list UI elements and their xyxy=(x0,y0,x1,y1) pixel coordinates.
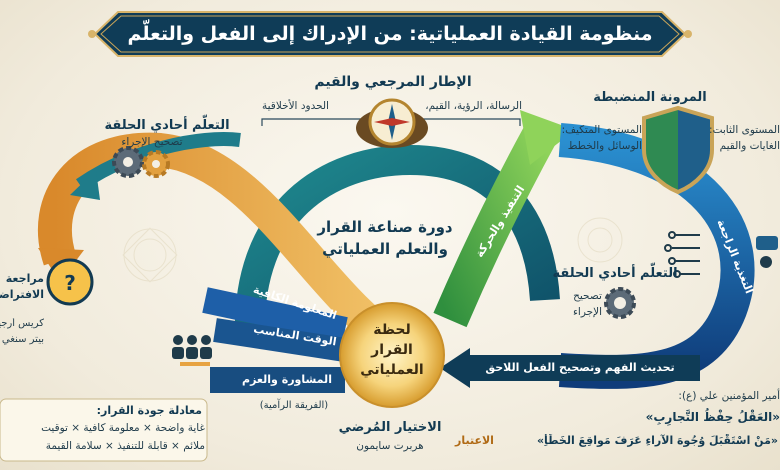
cycle-label-2: والتعلم العملياتي xyxy=(322,240,448,258)
quote-source: الاعتبار xyxy=(455,434,494,447)
equation-box xyxy=(0,398,208,462)
feedback-loop xyxy=(558,123,755,389)
single-loop-top-body: تصحيح الإجراء xyxy=(121,136,183,148)
compass-icon xyxy=(356,98,428,148)
cycle-label-1: دورة صناعة القرار xyxy=(317,218,453,236)
equation-heading: معادلة جودة القرار: xyxy=(96,404,202,417)
equation-line-2: ملائم × قابلة للتنفيذ × سلامة القيمة xyxy=(45,440,205,452)
circuit-icon xyxy=(664,231,700,278)
assumptions-heading-2: الافتراضات xyxy=(0,288,44,301)
title-banner xyxy=(88,11,692,57)
page-title: منظومة القيادة العملياتية: من الإدراك إل… xyxy=(127,23,653,45)
arrow-consult-label: المشاورة والعزم xyxy=(242,373,332,386)
background-pattern xyxy=(122,217,623,283)
arrow-info xyxy=(202,287,348,343)
satisficing-author: هربرت سايمون xyxy=(356,440,424,452)
arrow-timing xyxy=(213,318,347,362)
reference-frame-heading: الإطار المرجعي والقيم xyxy=(314,74,472,90)
gold-loop xyxy=(38,132,409,360)
assumptions-author-1: كريس أرجيريس xyxy=(0,318,44,329)
gears-icon xyxy=(112,146,170,178)
cycle-arc xyxy=(234,144,560,341)
adaptive-level-body: الوسائل والخطط xyxy=(567,140,642,152)
head-question-icon: ? xyxy=(46,258,94,306)
moment-line-1: لحظة xyxy=(373,322,411,338)
reference-right-label: الرسالة، الرؤية، القيم، xyxy=(425,100,522,112)
decision-moment-circle xyxy=(339,302,445,408)
equation-line-1: غاية واضحة × معلومة كافية × توقيت xyxy=(41,422,205,434)
fixed-level-body: الغايات والقيم xyxy=(719,140,780,152)
resilience-heading: المرونة المنضبطة xyxy=(593,90,707,105)
fixed-level-title: المستوى الثابت: xyxy=(709,124,780,136)
refresh-gear-icon xyxy=(604,287,636,319)
assumptions-author-2: بيتر سنغي xyxy=(1,334,44,345)
moment-line-3: العملياتي xyxy=(360,362,424,378)
single-loop-right-body-1: تصحيح xyxy=(573,290,602,302)
quote-line-1: «العَقْلُ حِفْظُ التَّجارِبِ» xyxy=(645,410,780,424)
assumptions-heading-1: مراجعة xyxy=(5,272,44,285)
quote-line-2: «مَنْ اسْتَقْبَلَ وُجُوهَ الآراءِ عَرَفَ… xyxy=(536,434,778,447)
adaptive-level-title: المستوى المتكيف: xyxy=(561,124,642,136)
single-loop-right-heading: التعلّم أحادي الحلقة xyxy=(552,266,678,281)
svg-text:?: ? xyxy=(64,271,76,295)
shield-icon xyxy=(642,105,714,195)
moment-line-2: القرار xyxy=(371,342,413,358)
satisficing-heading: الاختيار المُرضي xyxy=(338,420,442,435)
consult-note: (الفريقة الرآمية) xyxy=(259,400,329,411)
top-left-arrow xyxy=(75,132,241,191)
single-loop-right-body-2: الإجراء xyxy=(572,306,603,318)
dialogue-icon xyxy=(756,236,778,268)
quote-intro: أمير المؤمنين علي (ع): xyxy=(678,390,780,402)
team-icon xyxy=(172,335,212,366)
arrow-update-label: تحديث الفهم وتصحيح الفعل اللاحق xyxy=(485,361,675,374)
reference-left-label: الحدود الأخلاقية xyxy=(262,100,329,112)
single-loop-top-heading: التعلّم أحادي الحلقة xyxy=(104,118,230,133)
